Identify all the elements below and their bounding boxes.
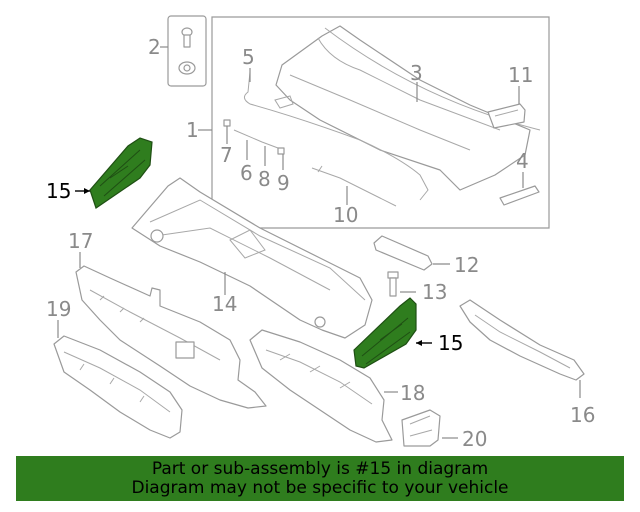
callout-17: 17 — [68, 229, 93, 253]
washer-hose-10 — [311, 165, 397, 207]
callout-11: 11 — [508, 63, 533, 87]
callout-3: 3 — [410, 61, 423, 85]
rail-16 — [459, 299, 585, 381]
panel-19 — [53, 335, 183, 439]
banner-line-1: Part or sub-assembly is #15 in diagram — [151, 459, 489, 479]
bracket-11 — [487, 103, 526, 129]
clip-fastener — [178, 27, 196, 75]
fastener-box — [167, 15, 207, 87]
bracket-12 — [373, 235, 433, 271]
callout-20: 20 — [462, 427, 487, 451]
callout-4: 4 — [516, 149, 529, 173]
part-15-upper-highlight — [89, 137, 153, 209]
part-15-lower-highlight — [353, 297, 417, 369]
callout-12: 12 — [454, 253, 479, 277]
washer-hose-5 — [244, 71, 429, 201]
callout-5: 5 — [242, 45, 255, 69]
seal-strip-4 — [499, 185, 540, 206]
callout-16: 16 — [570, 403, 595, 427]
callout-18: 18 — [400, 381, 425, 405]
info-banner: Part or sub-assembly is #15 in diagram D… — [16, 456, 624, 501]
bracket-20 — [401, 409, 441, 447]
callout-13: 13 — [422, 280, 447, 304]
banner-line-2: Diagram may not be specific to your vehi… — [131, 478, 509, 498]
callout-19: 19 — [46, 297, 71, 321]
small-parts-6-9 — [223, 119, 285, 155]
callout-10: 10 — [333, 203, 358, 227]
callout-15-upper: 15 — [46, 179, 71, 203]
parts-diagram: 2 1 3 11 4 5 10 7 6 8 — [46, 15, 595, 451]
callout-1: 1 — [186, 118, 199, 142]
callout-15-lower: 15 — [438, 331, 463, 355]
callout-14: 14 — [212, 292, 237, 316]
bolt-13 — [387, 271, 399, 297]
callout-6: 6 — [240, 161, 253, 185]
insulator-18 — [249, 329, 393, 443]
callout-9: 9 — [277, 171, 290, 195]
callout-8: 8 — [258, 167, 271, 191]
callout-7: 7 — [220, 143, 233, 167]
callout-2: 2 — [148, 35, 161, 59]
dash-panel-17 — [75, 265, 267, 409]
